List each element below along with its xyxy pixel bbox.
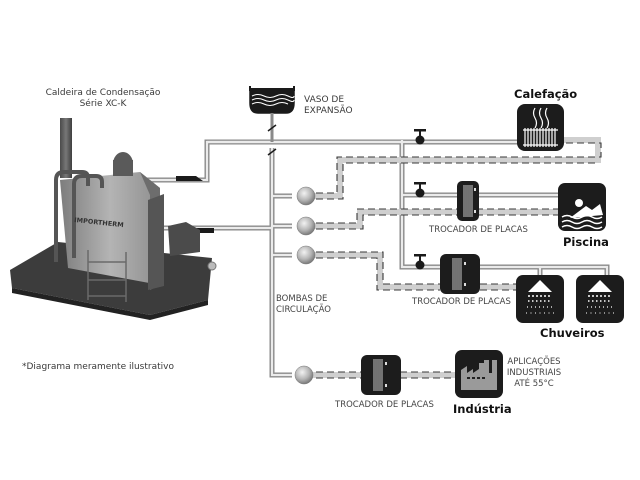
pump-industry [294,365,314,385]
industry-title: Indústria [453,402,512,416]
valves [414,129,426,270]
supply-pipe-pump-manifold [269,148,292,378]
supply-flow-arrow [176,176,203,181]
circulation-pumps [294,186,316,385]
shower-icon [526,280,554,314]
return-pipes [305,137,602,379]
pool-exchanger-label: TROCADOR DE PLACAS [429,225,528,235]
circulation-pumps-label: BOMBAS DE CIRCULAÇÃO [276,294,348,316]
pool-title: Piscina [563,235,609,249]
showers-plate-exchanger [440,254,480,294]
valve-heating [414,129,426,145]
boiler-body [60,172,160,285]
radiator-icon [523,107,558,147]
circulation-pumps-label-line2: CIRCULAÇÃO [276,305,331,315]
showers-exchanger-label: TROCADOR DE PLACAS [412,297,511,307]
shower-tile-2 [576,275,624,323]
pool-plate-exchanger [457,181,479,221]
circulation-pumps-label-line1: BOMBAS DE [276,294,328,304]
expansion-vessel-label-line1: VASO DE [304,95,345,105]
boiler-title: Caldeira de Condensação Série XC-K [28,88,178,110]
boiler-illustration: IMPORTHERM [10,118,217,320]
shower-tile-1 [516,275,564,323]
boiler-chimney [60,118,72,178]
expansion-vessel-label-line2: EXPANSÃO [304,106,353,116]
footnote: *Diagrama meramente ilustrativo [22,362,174,372]
industry-plate-exchanger [361,355,401,395]
industry-note-line2: INDUSTRIAIS [506,368,562,378]
pool-icon [561,199,603,230]
pool-tile [558,183,606,231]
expansion-vessel [249,86,295,156]
factory-icon [461,360,497,390]
pump-showers [296,245,316,265]
industry-note-line3: ATÉ 55°C [514,379,554,389]
valve-pool [414,182,426,198]
industry-exchanger-label: TROCADOR DE PLACAS [335,400,434,410]
heating-title: Calefação [514,87,578,101]
industry-note-line1: APLICAÇÕES [507,357,561,367]
industry-note: APLICAÇÕES INDUSTRIAIS ATÉ 55°C [505,357,563,390]
pump-pool [296,216,316,236]
heating-tile [517,104,564,151]
expansion-vessel-label: VASO DE EXPANSÃO [304,95,353,117]
boiler-title-line2: Série XC-K [79,99,127,109]
valve-showers [414,254,426,270]
industry-tile [455,350,503,398]
showers-title: Chuveiros [540,326,605,340]
boiler-title-line1: Caldeira de Condensação [45,88,161,98]
shower-icon [586,280,614,314]
pump-heating [296,186,316,206]
